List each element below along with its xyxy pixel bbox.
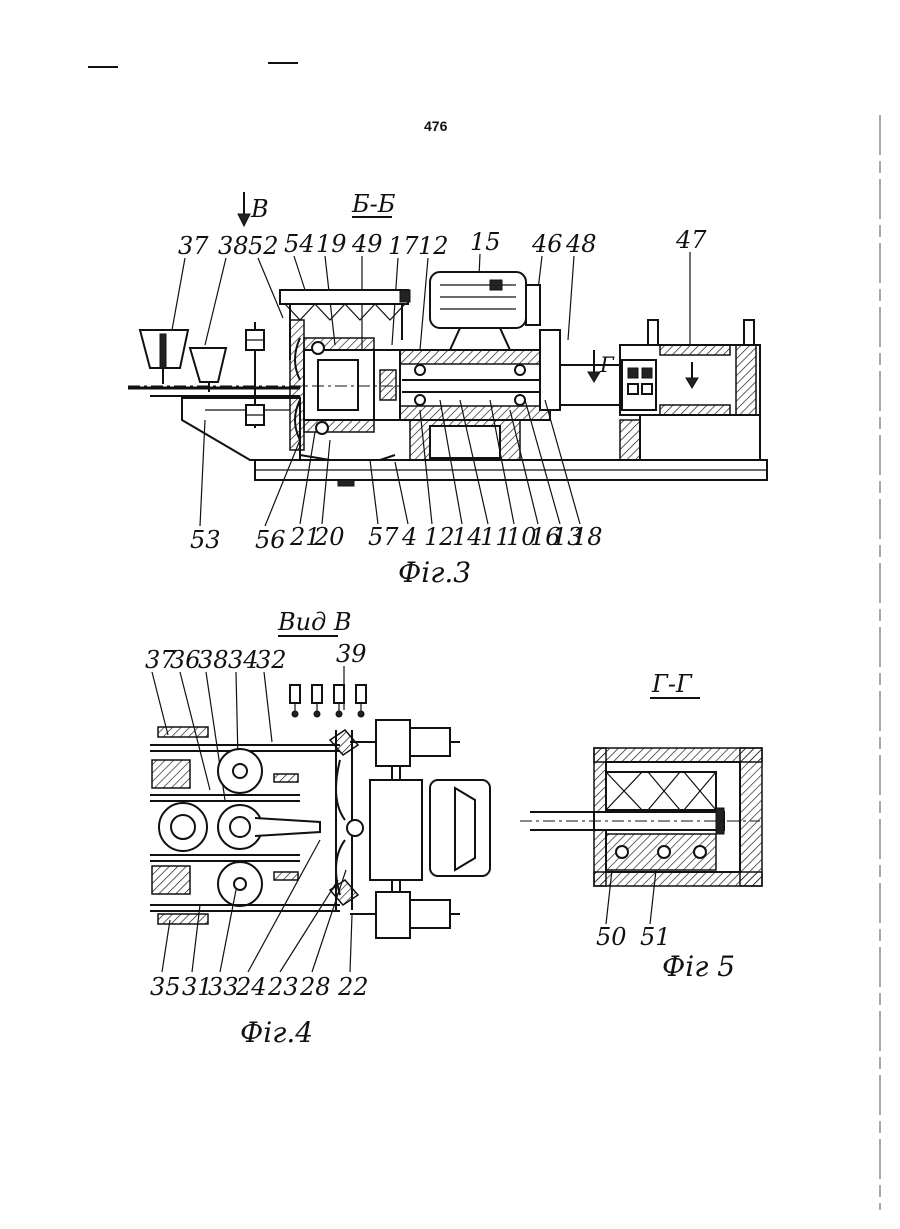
fig4-bottom-labels: 35 31 33 24 23 28 22 <box>150 973 369 1001</box>
milling-chamber <box>290 320 374 450</box>
fig5-section-drawing <box>520 748 762 886</box>
fig4-label: 38 <box>198 646 229 674</box>
fig3-label: 4 <box>401 523 417 551</box>
fig4-top-labels: 37 36 38 34 32 39 <box>145 640 367 674</box>
fig3-label: 37 <box>178 232 209 260</box>
drive-shaft-vertical <box>246 322 264 428</box>
figure-3: Б-Б В 37 38 52 54 19 49 17 12 15 46 48 4… <box>128 190 767 589</box>
fig5-label: 50 <box>596 923 627 951</box>
fig4-label: 34 <box>228 646 259 674</box>
fig3-top-labels: 37 38 52 54 19 49 17 12 15 46 48 47 <box>178 226 707 260</box>
section-arrow-g-label: Г <box>599 353 615 377</box>
figure-5: Г-Г 50 51 <box>520 670 762 983</box>
fig3-label: 56 <box>255 526 286 554</box>
fig4-label: 22 <box>337 973 369 1001</box>
indicator-lamps <box>290 685 366 717</box>
figure-4: Вид В 37 36 38 34 32 39 <box>145 608 490 1049</box>
fig4-label: 35 <box>150 973 181 1001</box>
fig4-label: 33 <box>208 973 239 1001</box>
fig3-label: 49 <box>351 230 383 258</box>
fig3-section-title: Б-Б <box>351 190 396 218</box>
fig3-label: 12 <box>418 232 449 260</box>
fig3-label: 54 <box>284 230 315 258</box>
fig3-label: 53 <box>190 526 221 554</box>
fig3-label: 18 <box>572 523 603 551</box>
fig4-caption: Фiг.4 <box>240 1016 313 1049</box>
fig3-caption: Фiг.3 <box>398 556 471 589</box>
fig4-label: 36 <box>170 646 201 674</box>
fig3-label: 57 <box>368 523 399 551</box>
fig3-label: 12 <box>424 523 455 551</box>
hopper-38 <box>190 348 226 392</box>
motor-15 <box>430 272 540 350</box>
fig5-section-title: Г-Г <box>651 670 693 698</box>
fig3-label: 17 <box>388 232 419 260</box>
fig3-label: 47 <box>675 226 707 254</box>
roller-assembly <box>150 727 340 924</box>
fig3-label: 38 <box>218 232 249 260</box>
view-arrow-b-label: В <box>250 195 269 223</box>
fig3-label: 20 <box>313 523 345 551</box>
slider-frame <box>350 720 490 938</box>
fig4-label: 24 <box>235 973 267 1001</box>
coupling <box>374 350 402 420</box>
fig3-label: 48 <box>565 230 597 258</box>
fig5-caption: Фiг 5 <box>662 950 735 983</box>
fig4-label: 32 <box>256 646 287 674</box>
fig5-label: 51 <box>640 923 671 951</box>
fig3-label: 19 <box>316 230 347 258</box>
fig3-label: 46 <box>531 230 563 258</box>
fig4-label: 39 <box>336 640 367 668</box>
feed-trough-53 <box>128 388 300 460</box>
fig3-label: 15 <box>470 228 501 256</box>
fig4-label: 23 <box>267 973 299 1001</box>
linkage-mechanism <box>330 730 363 910</box>
view-arrow-b: В <box>238 192 269 226</box>
fig4-view-title: Вид В <box>277 608 352 636</box>
fig3-label: 52 <box>248 232 279 260</box>
hopper-37 <box>140 330 188 384</box>
housing-47: Г <box>560 320 760 460</box>
page-number: 476 <box>424 118 448 134</box>
fig4-label: 28 <box>299 973 331 1001</box>
fig3-bottom-labels: 53 56 21 20 57 4 12 14 11 10 16 13 18 <box>190 523 603 554</box>
fig3-label: 14 <box>452 523 483 551</box>
